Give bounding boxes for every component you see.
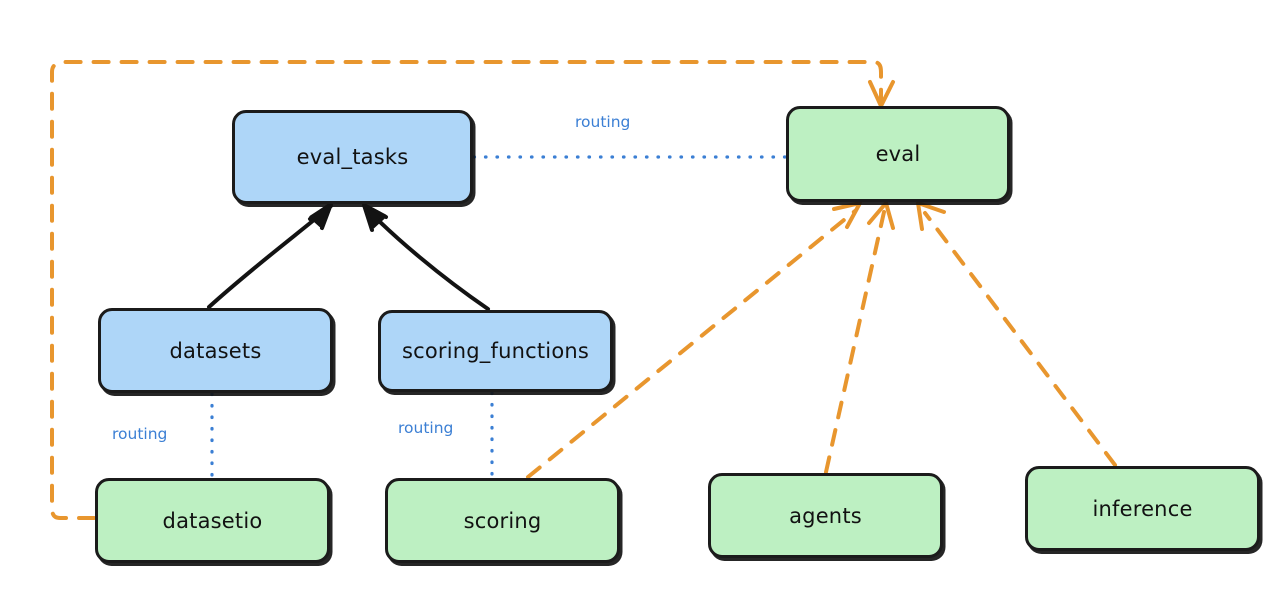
edge-datasets-eval_tasks — [207, 202, 333, 309]
node-datasetio[interactable]: datasetio — [95, 478, 330, 563]
node-label-datasetio: datasetio — [162, 508, 263, 533]
node-label-scoring-functions: scoring_functions — [401, 339, 590, 363]
node-eval[interactable]: eval — [786, 106, 1010, 202]
node-label-inference: inference — [1092, 496, 1193, 521]
edge-label-routing-scoring-functions: routing — [398, 419, 454, 437]
node-label-eval: eval — [875, 142, 921, 166]
node-datasets[interactable]: datasets — [98, 308, 333, 393]
node-scoring[interactable]: scoring — [385, 478, 620, 563]
edge-scoring_functions-eval_tasks — [362, 203, 490, 311]
edge-agents-eval — [824, 201, 895, 474]
edge-label-routing-eval-tasks: routing — [575, 113, 631, 131]
edge-label-routing-datasets: routing — [112, 425, 168, 443]
node-label-datasets: datasets — [169, 338, 262, 363]
node-inference[interactable]: inference — [1025, 466, 1260, 551]
node-agents[interactable]: agents — [708, 473, 943, 558]
node-scoring-functions[interactable]: scoring_functions — [378, 310, 613, 392]
node-label-agents: agents — [789, 503, 862, 528]
node-label-scoring: scoring — [463, 508, 542, 533]
node-label-eval-tasks: eval_tasks — [296, 145, 409, 169]
edge-inference-eval — [916, 201, 1117, 467]
node-eval-tasks[interactable]: eval_tasks — [232, 110, 473, 204]
